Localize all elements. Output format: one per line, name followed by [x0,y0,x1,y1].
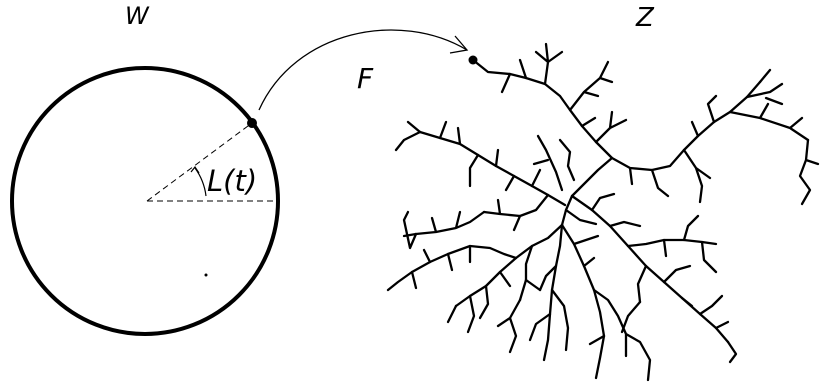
map-arrow-head [449,35,469,54]
branch [528,264,570,352]
angled-radius [146,122,253,202]
branch [582,256,652,382]
angle-label: L(t) [207,164,257,198]
angle-arc [194,167,207,197]
branch [798,138,820,206]
branch [698,294,738,364]
w-plane: L(t) W [10,2,280,336]
branch [580,110,628,144]
boundary-point [247,118,257,128]
map-label: F [357,62,374,95]
branch [560,223,606,380]
trunk-link [560,156,614,227]
branch [532,134,564,192]
branch [568,60,614,112]
map-arrow: F [258,29,469,111]
branch [446,284,490,334]
branch [402,210,418,250]
branch [706,82,784,124]
map-arrow-curve [258,29,468,111]
angle-arc-arrowhead [190,165,200,174]
branch [482,193,550,232]
branch [386,244,534,302]
w-plane-label: W [125,2,150,30]
branch [500,58,528,94]
branch [636,264,694,308]
main-trunk [471,58,762,172]
branch [570,194,730,344]
interior-dot [204,273,208,277]
branch [758,68,784,106]
branch [496,278,542,354]
branch [454,223,564,308]
branch [410,244,512,290]
branch [558,138,576,182]
branch [534,42,564,86]
branch [728,102,810,142]
z-plane: Z [386,3,820,382]
branch [590,192,642,334]
branch [662,214,718,274]
branch [682,120,712,204]
branch [564,208,600,246]
branch [628,166,670,198]
branch [402,210,486,238]
branch [608,220,718,248]
branch [406,120,500,188]
z-plane-label: Z [635,3,655,33]
branch [394,130,542,192]
hull-tree [386,42,820,382]
